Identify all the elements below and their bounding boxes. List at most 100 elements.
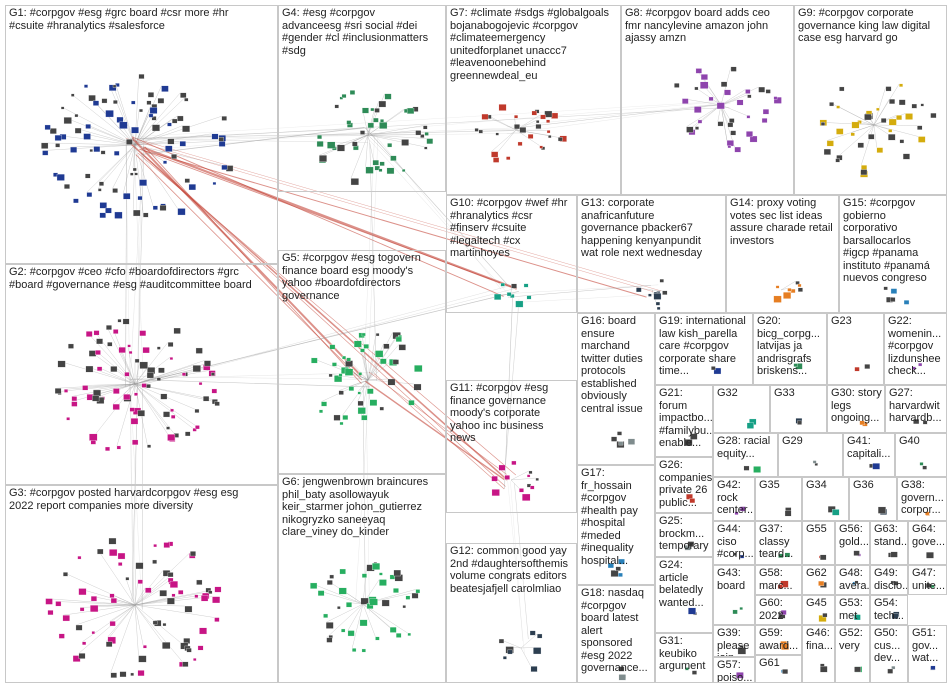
group-box-g63: G63: stand...: [870, 521, 908, 565]
node-g17: [615, 566, 621, 572]
node-g1: [148, 113, 154, 118]
inter-group-edge: [139, 148, 647, 298]
node-g1: [179, 141, 186, 147]
node-g45: [822, 613, 828, 618]
node-g2: [105, 446, 110, 452]
node-g6: [329, 574, 334, 579]
node-g1: [49, 128, 57, 135]
node-g3: [79, 607, 85, 612]
node-g11: [530, 485, 535, 490]
inter-group-edge: [363, 134, 375, 371]
edge: [78, 588, 136, 606]
group-box-g61: G61: [755, 655, 802, 683]
node-g7: [478, 129, 483, 134]
node-g1: [92, 100, 100, 106]
edge: [134, 342, 169, 385]
node-g2: [130, 418, 139, 425]
node-g3: [208, 590, 213, 594]
node-g8: [694, 86, 699, 91]
node-g4: [319, 155, 327, 162]
node-g8: [695, 126, 699, 130]
node-g2: [156, 377, 161, 381]
node-g54: [891, 613, 899, 620]
node-g2: [137, 410, 145, 417]
inter-group-edge: [130, 379, 371, 388]
node-g5: [408, 400, 415, 406]
group-box-g62: G62: [802, 565, 835, 595]
node-g1: [85, 124, 91, 129]
node-g8: [700, 74, 708, 81]
node-g9: [876, 107, 880, 111]
node-g2: [96, 366, 103, 372]
group-box-g23: G23: [827, 313, 884, 385]
node-g2: [85, 331, 93, 337]
edge: [86, 144, 136, 193]
edge: [780, 288, 788, 291]
node-g3: [184, 605, 193, 613]
node-g1: [171, 118, 178, 124]
group-box-g57: G57: poiso...: [713, 657, 755, 683]
edge: [107, 604, 136, 638]
node-g14: [775, 285, 780, 289]
group-label-g32: G32: [717, 387, 738, 399]
node-g6: [375, 636, 380, 641]
node-g8: [746, 131, 753, 138]
node-g1: [177, 115, 184, 122]
node-g3: [91, 631, 95, 635]
node-g9: [857, 142, 864, 148]
edge: [134, 113, 150, 146]
node-g9: [888, 133, 896, 141]
edge: [134, 144, 154, 206]
node-g1: [138, 74, 145, 79]
node-g1: [70, 93, 75, 97]
node-g9: [820, 122, 826, 126]
node-g1: [157, 98, 165, 104]
node-g3: [78, 588, 87, 596]
edge: [873, 124, 889, 130]
node-g2: [122, 318, 130, 325]
node-g8: [746, 115, 751, 119]
node-g1: [89, 149, 93, 153]
node-g6: [359, 619, 368, 627]
node-g9: [918, 136, 926, 143]
node-g3: [199, 627, 207, 635]
node-g4: [365, 166, 374, 174]
inter-group-edge: [504, 304, 519, 472]
edge: [97, 366, 136, 385]
group-label-g43: G43: board: [717, 567, 746, 592]
edge: [110, 604, 136, 673]
edge: [134, 144, 144, 213]
edge: [835, 124, 875, 159]
group-label-g28: G28: racial equity...: [717, 435, 771, 460]
edge: [106, 325, 136, 385]
group-box-g4: G4: #esg #corpgov advanceesg #sri social…: [278, 5, 446, 192]
node-g55: [819, 554, 827, 561]
node-g3: [130, 672, 135, 676]
node-g8: [682, 98, 689, 104]
node-g27: [922, 420, 928, 425]
inter-group-edge: [367, 138, 378, 390]
group-box-g30: G30: story legs ongoing...: [827, 385, 885, 433]
node-g38: [925, 511, 930, 516]
edge: [351, 603, 364, 649]
group-label-g57: G57: poiso...: [717, 659, 753, 682]
edge: [367, 134, 425, 147]
node-g14: [797, 283, 802, 288]
group-box-g59: G59: award...: [755, 625, 802, 655]
group-box-g34: G34: [802, 477, 849, 521]
group-label-g17: G17: fr_hossain #corpgov #health pay #ho…: [581, 467, 638, 567]
node-g4: [327, 141, 336, 149]
node-g8: [749, 135, 758, 143]
node-g3: [162, 623, 167, 627]
node-g9: [880, 118, 887, 123]
edge: [62, 604, 136, 616]
node-g7: [519, 127, 527, 133]
node-g3: [108, 537, 117, 545]
node-g2: [71, 401, 78, 407]
node-g7: [531, 110, 537, 116]
node-g3: [110, 672, 117, 678]
node-g3: [118, 562, 123, 566]
node-g5: [344, 368, 354, 376]
node-g8: [724, 89, 731, 96]
inter-group-edge: [131, 372, 374, 379]
